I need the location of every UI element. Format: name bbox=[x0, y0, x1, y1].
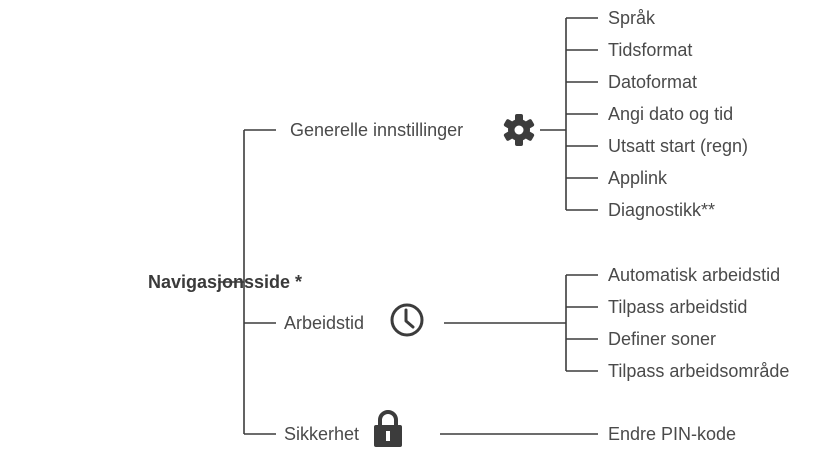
gear-icon bbox=[503, 114, 535, 146]
lock-icon bbox=[374, 410, 402, 447]
branch-label-working-time: Arbeidstid bbox=[284, 313, 365, 333]
menu-item: Automatisk arbeidstid bbox=[608, 265, 781, 285]
branch-label-security: Sikkerhet bbox=[284, 424, 360, 444]
root-label: Navigasjonsside * bbox=[148, 272, 303, 292]
menu-item: Tilpass arbeidstid bbox=[608, 297, 748, 317]
menu-item: Diagnostikk** bbox=[608, 200, 716, 220]
menu-item: Datoformat bbox=[608, 72, 698, 92]
menu-item: Språk bbox=[608, 8, 656, 28]
menu-item: Angi dato og tid bbox=[608, 104, 734, 124]
menu-item: Tidsformat bbox=[608, 40, 693, 60]
menu-item: Applink bbox=[608, 168, 668, 188]
menu-item: Endre PIN-kode bbox=[608, 424, 737, 444]
menu-item: Tilpass arbeidsområde bbox=[608, 361, 790, 381]
menu-item: Utsatt start (regn) bbox=[608, 136, 749, 156]
branch-label-general-settings: Generelle innstillinger bbox=[290, 120, 464, 140]
clock-icon bbox=[390, 303, 424, 337]
menu-item: Definer soner bbox=[608, 329, 717, 349]
